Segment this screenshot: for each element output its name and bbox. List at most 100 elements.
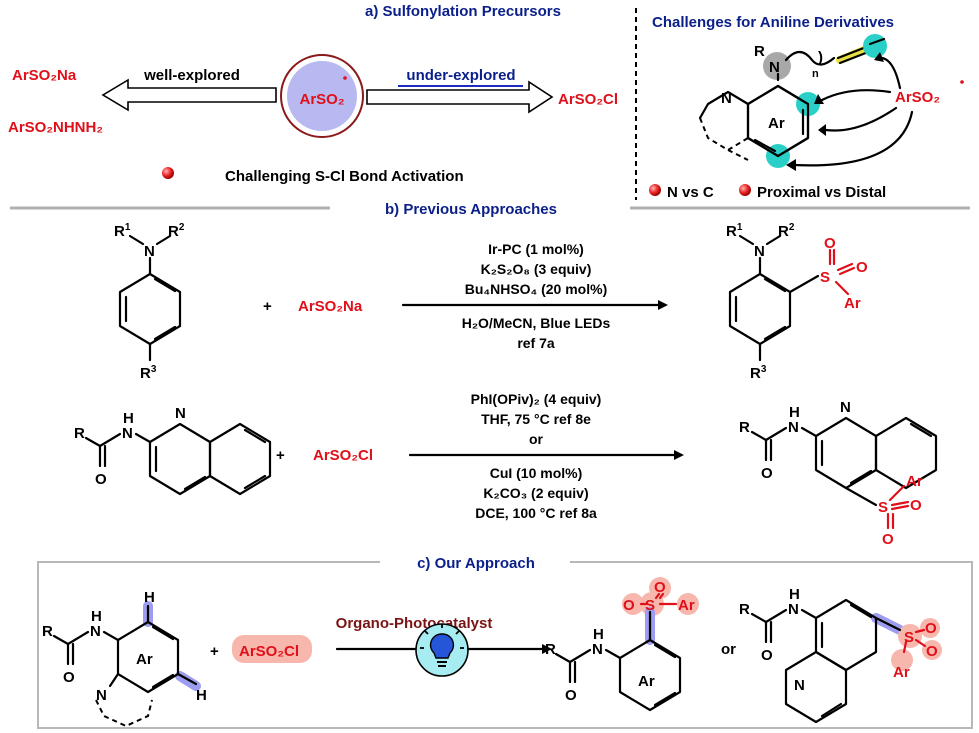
cond-2-b: THF, 75 °C ref 8e: [481, 411, 591, 427]
svg-text:O: O: [654, 579, 666, 596]
svg-text:R: R: [42, 623, 53, 640]
chain-n-sub: n: [812, 68, 819, 80]
our-approach-substrate: [52, 601, 201, 728]
reagent-arso2nhnh2: ArSO₂NHNH₂: [8, 119, 103, 136]
challenge-quinoline-n: N: [721, 90, 732, 107]
svg-text:H: H: [789, 586, 800, 603]
red-ball-icon: [162, 167, 174, 179]
svg-text:O: O: [910, 497, 922, 514]
cond-2-f: DCE, 100 °C ref 8a: [475, 505, 597, 521]
cond-1-e: ref 7a: [517, 335, 555, 351]
svg-text:O: O: [882, 531, 894, 548]
svg-text:H: H: [593, 626, 604, 643]
well-explored-label: well-explored: [143, 67, 240, 84]
product-1-ar: Ar: [844, 295, 861, 312]
cond-2-a: PhI(OPiv)₂ (4 equiv): [471, 391, 602, 407]
svg-text:N: N: [788, 601, 799, 618]
svg-text:S: S: [904, 629, 914, 646]
catalyst-label: Organo-Photocatalyst: [336, 615, 493, 632]
reagent-arso2na: ArSO₂Na: [12, 67, 77, 84]
cond-1-a: Ir-PC (1 mol%): [488, 241, 584, 257]
svg-text:N: N: [175, 405, 186, 422]
radical-dot: [343, 76, 347, 80]
amidoquinoline-substrate: [84, 422, 272, 496]
challenge-note: Challenging S-Cl Bond Activation: [225, 168, 464, 185]
reagent-highlight: [232, 635, 312, 663]
plus-1: +: [263, 298, 272, 315]
svg-text:R3: R3: [750, 364, 767, 382]
product-2-ar: Ar: [906, 473, 923, 490]
under-explored-label: under-explored: [406, 67, 515, 84]
aniline-r3: R3: [140, 364, 157, 382]
svg-text:O: O: [761, 647, 773, 664]
svg-text:O: O: [761, 465, 773, 482]
center-radical-label: ArSO₂: [299, 91, 344, 108]
svg-text:S: S: [645, 597, 655, 614]
svg-text:N: N: [592, 641, 603, 658]
svg-text:R: R: [545, 641, 556, 658]
legend-n-vs-c: N vs C: [667, 184, 714, 201]
section-b-title: b) Previous Approaches: [385, 201, 557, 218]
svg-text:N: N: [144, 243, 155, 260]
svg-text:H: H: [123, 410, 134, 427]
reagent-2: ArSO₂Cl: [313, 447, 373, 464]
challenge-ar-label: Ar: [768, 115, 785, 132]
plus-2: +: [276, 447, 285, 464]
legend-ball-1: [649, 184, 661, 196]
svg-text:O: O: [856, 259, 868, 276]
challenge-radical: ArSO₂: [895, 89, 940, 106]
light-bulb-icon: [415, 623, 469, 677]
cond-1-b: K₂S₂O₈ (3 equiv): [481, 261, 592, 277]
challenges-title: Challenges for Aniline Derivatives: [652, 14, 894, 31]
svg-text:H: H: [789, 404, 800, 421]
our-product-ortho: [554, 577, 699, 712]
svg-text:R: R: [739, 419, 750, 436]
svg-text:Ar: Ar: [638, 673, 655, 690]
svg-text:R: R: [739, 601, 750, 618]
alkyl-chain: [784, 50, 836, 66]
section-a-title: a) Sulfonylation Precursors: [365, 3, 561, 20]
svg-text:N: N: [788, 419, 799, 436]
plus-3: +: [210, 643, 219, 660]
n-highlight-ball: [763, 52, 791, 80]
svg-text:H: H: [91, 608, 102, 625]
our-product-1-ar: Ar: [678, 597, 695, 614]
or-label: or: [721, 641, 736, 658]
aniline-substrate: [118, 234, 182, 362]
svg-text:N: N: [794, 677, 805, 694]
amidoquinoline-product: [750, 416, 938, 530]
substrate-ar-label: Ar: [136, 651, 153, 668]
svg-text:N: N: [122, 425, 133, 442]
svg-text:H: H: [196, 687, 207, 704]
svg-text:S: S: [878, 499, 888, 516]
svg-text:O: O: [926, 643, 938, 660]
svg-text:O: O: [824, 235, 836, 252]
legend-ball-2: [739, 184, 751, 196]
cond-1-c: Bu₄NHSO₄ (20 mol%): [465, 281, 607, 297]
svg-text:R2: R2: [778, 222, 795, 240]
aniline-r2: R2: [168, 222, 185, 240]
svg-text:R: R: [74, 425, 85, 442]
svg-text:S: S: [820, 269, 830, 286]
svg-text:O: O: [95, 471, 107, 488]
radical-inner-circle: [287, 61, 357, 131]
svg-text:O: O: [623, 597, 635, 614]
challenge-r-label: R: [754, 43, 765, 60]
svg-text:O: O: [63, 669, 75, 686]
alkyne-terminal-ball: [863, 34, 887, 58]
svg-text:N: N: [90, 623, 101, 640]
reagent-arso2cl-a: ArSO₂Cl: [558, 91, 618, 108]
cond-2-e: K₂CO₃ (2 equiv): [483, 485, 588, 501]
challenge-n-label: N: [769, 59, 780, 76]
svg-text:): ): [818, 49, 823, 66]
svg-text:N: N: [840, 399, 851, 416]
svg-text:H: H: [144, 589, 155, 606]
svg-text:N: N: [754, 243, 765, 260]
our-product-2-ar: Ar: [893, 664, 910, 681]
our-product-remote: [750, 598, 942, 724]
svg-text:N: N: [96, 687, 107, 704]
cond-2-d: CuI (10 mol%): [490, 465, 583, 481]
cond-2-c: or: [529, 431, 544, 447]
left-hollow-arrow: [101, 78, 277, 112]
